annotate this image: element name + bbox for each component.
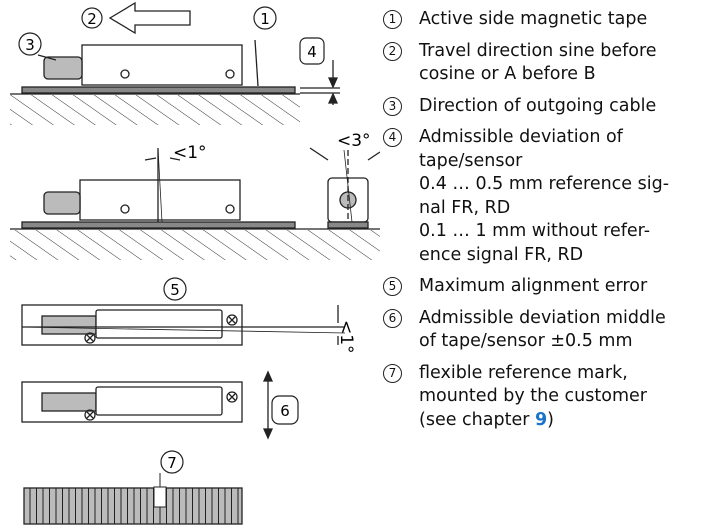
legend-text-line: nal FR, RD bbox=[419, 197, 511, 218]
svg-text:2: 2 bbox=[87, 10, 97, 28]
legend-text-line: Maximum alignment error bbox=[419, 276, 648, 296]
legend-number: 5 bbox=[383, 277, 402, 296]
tape-with-reference-mark bbox=[23, 473, 243, 525]
legend-number: 1 bbox=[383, 10, 402, 29]
top-view-lateral bbox=[21, 370, 274, 440]
svg-text:4: 4 bbox=[307, 43, 317, 61]
marker-5: 5 bbox=[163, 277, 187, 301]
legend-text-line: Active side magnetic tape bbox=[419, 9, 648, 29]
legend-text-line: of tape/sensor ±0.5 mm bbox=[419, 331, 633, 351]
legend-text-line: 0.1 … 1 mm without refer- bbox=[419, 221, 651, 241]
cable-stub bbox=[43, 56, 83, 80]
legend-text-line: Direction of outgoing cable bbox=[419, 95, 657, 116]
legend-item-1: 1 Active side magnetic tape bbox=[383, 8, 715, 32]
legend-text-line: 0.4 … 0.5 mm reference sig- bbox=[419, 174, 670, 194]
svg-text:7: 7 bbox=[167, 454, 177, 472]
legend-item-7: 7 flexible reference mark, mounted by the … bbox=[383, 362, 715, 433]
chapter-ref-suffix: ) bbox=[547, 409, 554, 430]
legend-text-line: Admissible deviation of bbox=[419, 127, 623, 147]
legend-number: 7 bbox=[383, 363, 402, 383]
legend-number: 6 bbox=[383, 308, 402, 328]
legend-number: 3 bbox=[383, 96, 402, 116]
side-view-tilt bbox=[10, 147, 380, 260]
magnetic-tape bbox=[21, 86, 296, 94]
top-view-alignment bbox=[21, 304, 346, 346]
reference-mark bbox=[153, 486, 167, 508]
sensor-body bbox=[81, 44, 243, 86]
legend: 1 Active side magnetic tape 2 Travel direct… bbox=[383, 8, 715, 432]
svg-text:5: 5 bbox=[170, 281, 180, 299]
travel-direction-arrow bbox=[108, 1, 191, 35]
legend-number: 4 bbox=[383, 128, 402, 147]
tilt-angle-label: <1° bbox=[173, 143, 207, 163]
legend-item-6: 6 Admissible deviation middle of tape/sens… bbox=[383, 307, 715, 354]
side-view-top bbox=[10, 1, 340, 125]
marker-3: 3 bbox=[18, 32, 42, 56]
mounting-diagram: 2 1 3 4 <1° <3° 5 bbox=[10, 1, 380, 525]
chapter-link[interactable]: 9 bbox=[534, 409, 548, 430]
marker-4: 4 bbox=[299, 37, 325, 65]
legend-item-4: 4 Admissible deviation of tape/sensor 0.4 …… bbox=[383, 126, 715, 267]
legend-text-line: mounted by the customer bbox=[419, 386, 647, 406]
marker-2: 2 bbox=[81, 7, 103, 29]
marker-7: 7 bbox=[160, 450, 184, 474]
legend-text-line: cosine or A before B bbox=[419, 64, 596, 84]
legend-text-line: flexible reference mark, bbox=[419, 362, 628, 383]
yaw-angle-label: <1° bbox=[336, 320, 356, 354]
svg-text:3: 3 bbox=[25, 36, 35, 54]
svg-text:6: 6 bbox=[280, 402, 290, 420]
ground-hatch bbox=[10, 95, 300, 125]
end-tilt-angle-label: <3° bbox=[337, 131, 371, 151]
legend-text-line: Admissible deviation middle bbox=[419, 307, 666, 328]
chapter-ref-prefix: (see chapter bbox=[419, 409, 535, 430]
marker-6: 6 bbox=[271, 395, 299, 425]
legend-number: 2 bbox=[383, 41, 402, 61]
legend-item-5: 5 Maximum alignment error bbox=[383, 275, 715, 299]
legend-text-line: tape/sensor bbox=[419, 150, 523, 171]
legend-text-line: (see chapter 9) bbox=[419, 409, 715, 433]
legend-item-3: 3 Direction of outgoing cable bbox=[383, 95, 715, 119]
legend-text-line: ence signal FR, RD bbox=[419, 244, 584, 265]
legend-text-line: Travel direction sine before bbox=[419, 40, 657, 61]
marker-1: 1 bbox=[253, 6, 277, 30]
legend-item-2: 2 Travel direction sine before cosine or A… bbox=[383, 40, 715, 87]
svg-text:1: 1 bbox=[260, 10, 270, 28]
